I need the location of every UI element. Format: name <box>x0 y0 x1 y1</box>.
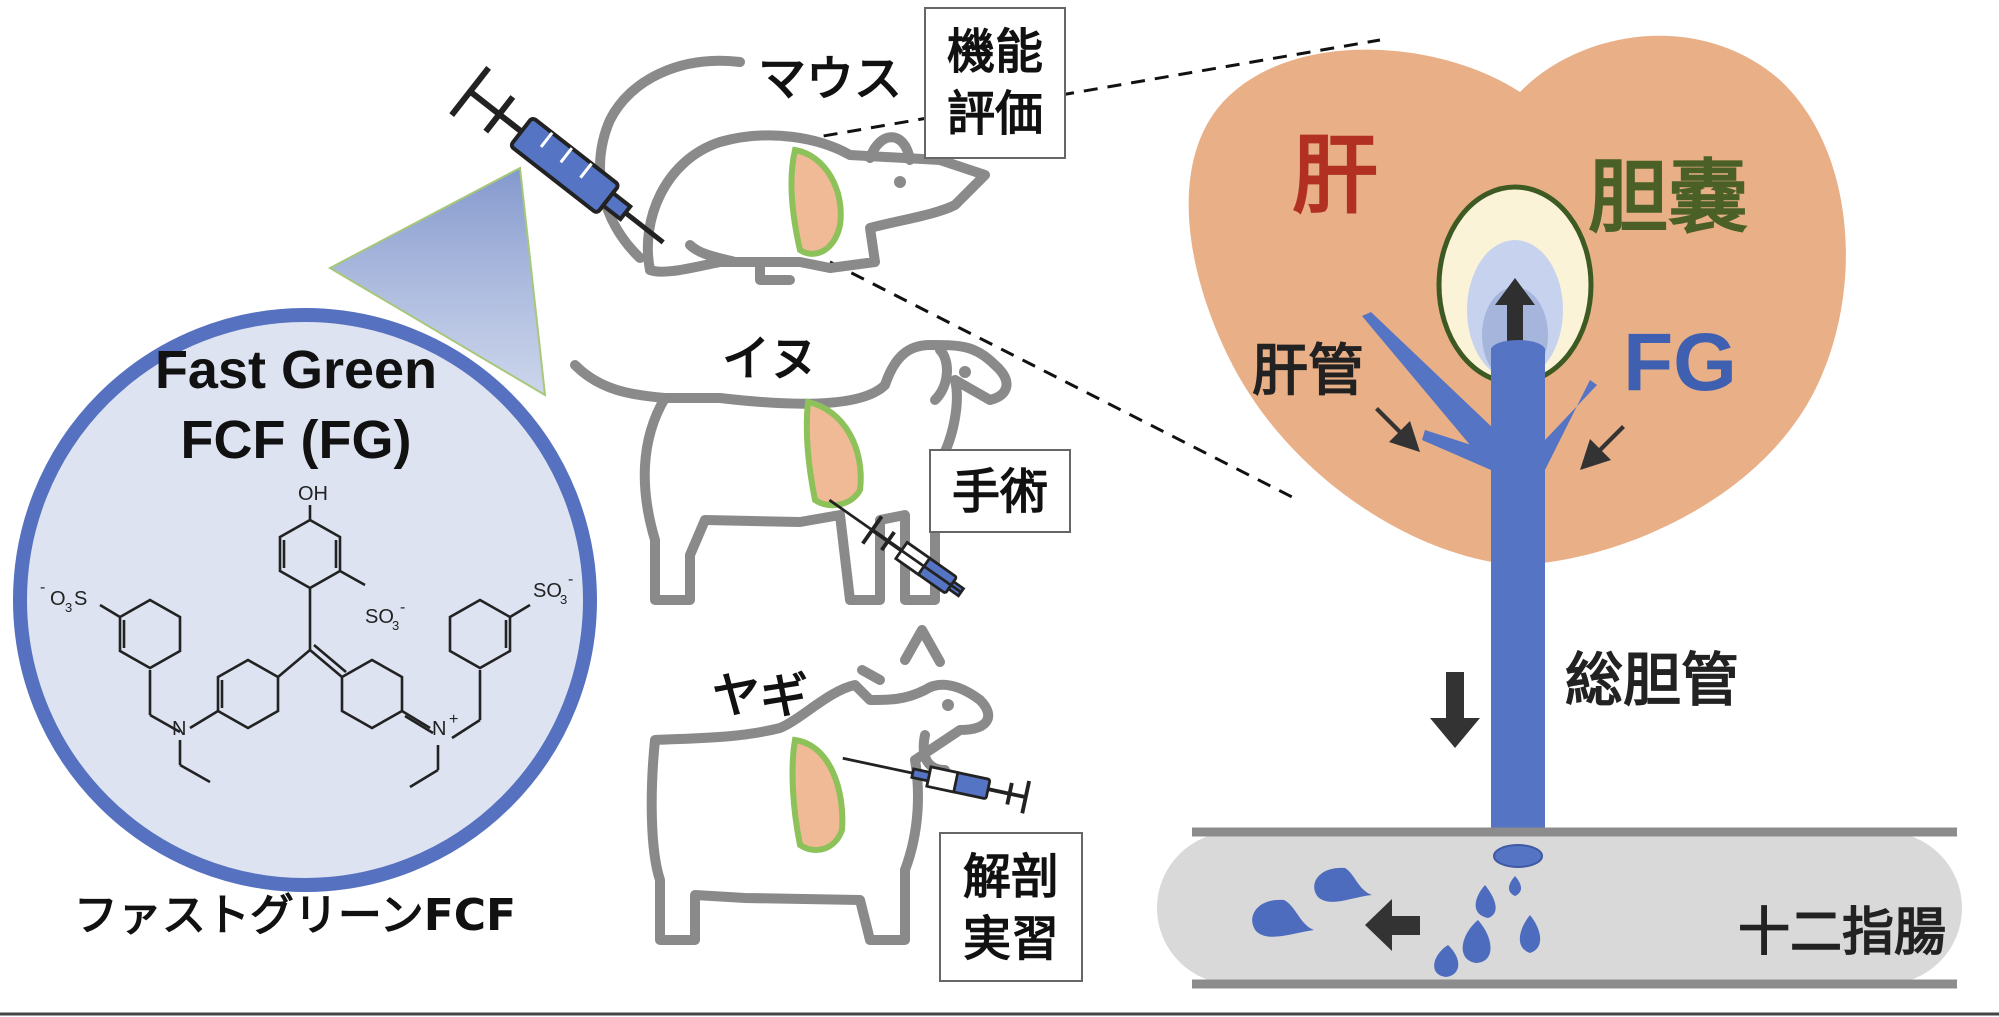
fg-circle <box>13 308 597 892</box>
mouse-label: マウス <box>758 51 902 107</box>
goat-liver <box>789 736 846 853</box>
hepatic-duct-left <box>1362 312 1495 470</box>
dog-liver <box>803 398 864 509</box>
svg-text:-: - <box>40 579 45 596</box>
chemical-labels: OH SO 3 - N N + - O 3 S SO 3 - <box>40 483 573 740</box>
droplet-icon <box>1462 920 1491 963</box>
zoom-lines <box>799 38 1381 502</box>
mouse-eye <box>894 176 906 188</box>
duodenum-tube <box>1157 832 1962 984</box>
svg-text:OH: OH <box>298 483 328 505</box>
syringe-icon <box>449 66 665 245</box>
gallbladder-label: 胆嚢 <box>1588 151 1748 244</box>
dog-label: イヌ <box>722 331 818 387</box>
svg-text:N: N <box>432 718 446 740</box>
svg-text:O: O <box>50 588 66 610</box>
zoom-cone <box>327 166 547 397</box>
hepatic-duct-label: 肝管 <box>1252 339 1364 404</box>
droplet-icon <box>1475 885 1496 918</box>
droplet-icon <box>1314 867 1372 902</box>
common-bile-duct <box>1491 348 1545 838</box>
mouse-liver <box>788 146 844 257</box>
svg-text:S: S <box>74 588 87 610</box>
mouse-icon <box>595 55 990 285</box>
duodenum-label: 十二指腸 <box>1738 903 1946 963</box>
func-eval-box: 機能 評価 <box>924 7 1066 159</box>
hepatic-duct-right <box>1545 380 1597 470</box>
syringe-icon <box>828 498 966 598</box>
droplet-icon <box>1519 915 1541 953</box>
droplets <box>1252 867 1541 977</box>
goat-eye <box>942 699 954 711</box>
svg-text:3: 3 <box>392 618 399 633</box>
svg-text:SO: SO <box>533 580 562 602</box>
dog-icon <box>570 340 1012 605</box>
svg-text:3: 3 <box>65 600 72 615</box>
liver-label: 肝 <box>1292 126 1378 226</box>
droplet-icon <box>1252 899 1314 937</box>
hepatic-duct-left-branch <box>1422 430 1493 470</box>
gallbladder-up-arrow-icon <box>1495 278 1535 345</box>
droplet-icon <box>1434 945 1459 977</box>
dye-name-en-2: FCF (FG) <box>181 410 412 470</box>
droplet-icon <box>1508 876 1522 896</box>
svg-text:N: N <box>172 718 186 740</box>
chemical-structure <box>99 505 531 789</box>
liver-panel: 肝 胆嚢 肝管 FG 総胆管 <box>1188 35 1846 838</box>
svg-text:手術: 手術 <box>952 464 1048 520</box>
goat-label: ヤギ <box>712 668 808 724</box>
svg-text:3: 3 <box>560 592 567 607</box>
svg-text:+: + <box>449 711 458 728</box>
svg-text:機能: 機能 <box>947 24 1043 80</box>
svg-text:実習: 実習 <box>963 911 1059 967</box>
svg-text:-: - <box>568 571 573 588</box>
svg-text:評価: 評価 <box>947 86 1043 142</box>
dye-name-en-1: Fast Green <box>155 340 437 400</box>
hepatic-duct-arrow-left-icon <box>1375 407 1420 452</box>
duct-opening <box>1493 844 1543 868</box>
svg-text:-: - <box>400 599 405 616</box>
hepatic-duct-arrow-right-icon <box>1580 425 1625 470</box>
duct-top-cap <box>1491 340 1545 360</box>
svg-text:SO: SO <box>365 606 394 628</box>
common-bile-duct-label: 総胆管 <box>1565 646 1739 714</box>
svg-text:解剖: 解剖 <box>963 849 1059 905</box>
surgery-box: 手術 <box>929 449 1071 533</box>
down-arrow-icon <box>1430 672 1480 748</box>
syringe-icon <box>842 756 1032 814</box>
dog-eye <box>959 366 971 378</box>
fg-label: FG <box>1623 317 1737 408</box>
dissection-box: 解剖 実習 <box>939 832 1083 982</box>
left-arrow-icon <box>1365 899 1420 951</box>
dye-name-jp: ファストグリーンFCF <box>74 890 516 941</box>
duodenum: 十二指腸 <box>1157 827 1962 989</box>
